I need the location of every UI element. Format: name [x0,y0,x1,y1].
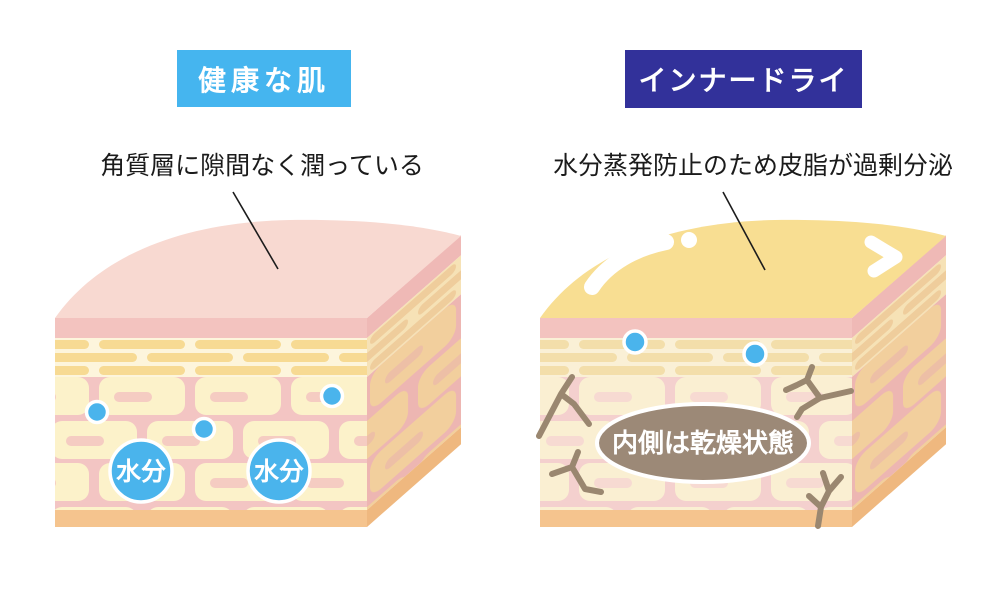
crack-icon [549,449,604,495]
water-drop-icons-right [622,329,768,367]
water-drop-icon [191,416,217,442]
healthy-skin-title-label: 健康な肌 [197,64,330,96]
shine-icons [584,232,903,295]
inner-dry-ellipse: 内側は乾燥状態 [595,402,811,484]
shine-icon [681,232,697,248]
moisture-label: 水分 [254,458,304,486]
healthy-skin-description: 角質層に隙間なく潤っている [100,152,424,180]
shine-icon [864,235,903,278]
water-drop-icon [742,341,768,367]
shine-icon [584,234,674,295]
water-drop-icon [622,329,648,355]
moisture-label: 水分 [116,458,166,486]
inner-dry-label: 内側は乾燥状態 [612,428,794,458]
inner-dry-block: 内側は乾燥状態 [536,191,946,529]
crack-icon [536,374,592,439]
healthy-skin-side-face [367,235,461,527]
pointer-line-right [722,191,766,271]
inner-dry-title-badge: インナードライ [625,50,862,108]
healthy-skin-title-badge: 健康な肌 [177,50,351,107]
healthy-skin-front-face [55,318,367,527]
water-drop-icon [319,383,345,409]
pointer-line-left [232,191,279,270]
inner-dry-description: 水分蒸発防止のため皮脂が過剰分泌 [552,152,953,180]
healthy-skin-top-surface [55,219,461,318]
moisture-circle: 水分 [246,438,312,504]
crack-icons [536,364,854,529]
inner-dry-side-face [852,235,946,527]
water-drop-icons-left [84,383,345,442]
crack-icon [806,470,844,529]
moisture-circle: 水分 [108,438,174,504]
healthy-skin-block: 水分 水分 [55,191,461,527]
water-drop-icon [84,399,110,425]
crack-icon [783,364,854,420]
inner-dry-title-label: インナードライ [638,65,849,96]
